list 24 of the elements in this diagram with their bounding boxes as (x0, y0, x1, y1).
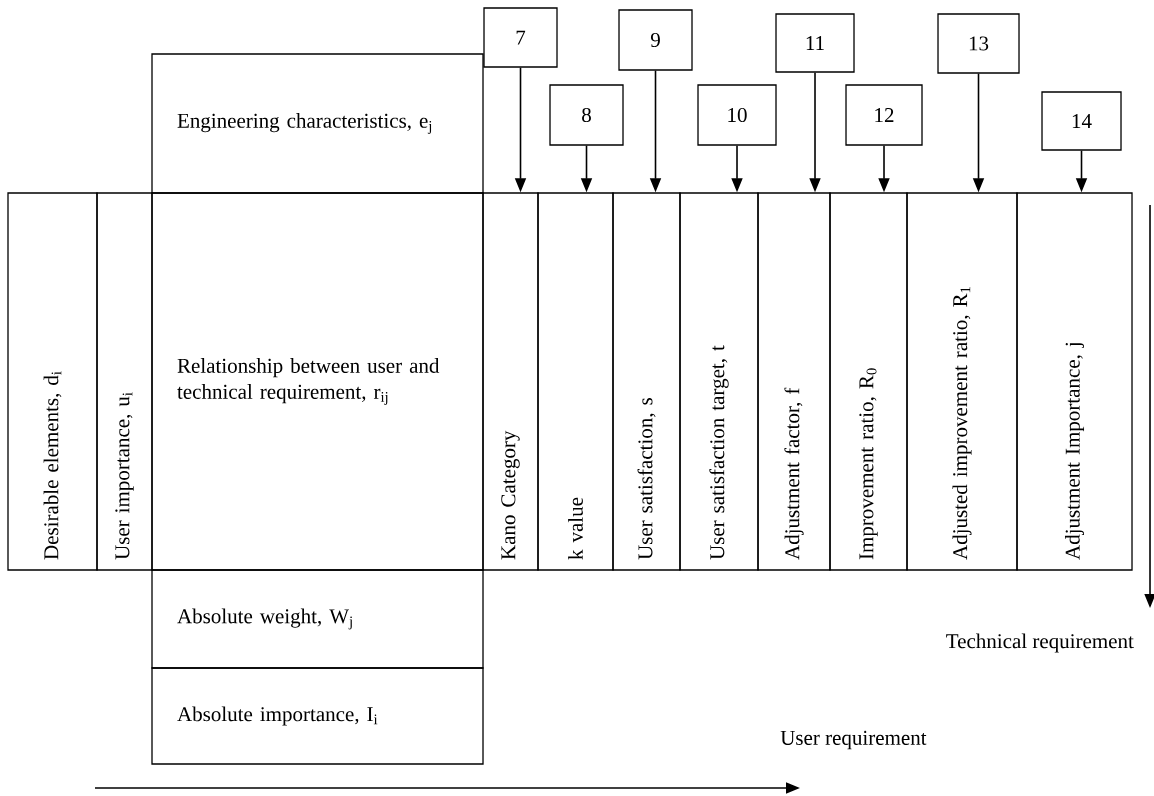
table-cell: Absolute weight, W$_{j}$ (151, 569, 484, 669)
column-header: Adjustment factor, f (757, 192, 831, 571)
callout-number: 13 (937, 13, 1020, 74)
column-header: User satisfaction target, t (679, 192, 759, 571)
column-header: User satisfaction, s (612, 192, 681, 571)
axis-label: Technical requirement (946, 633, 1134, 653)
column-header: Improvement ratio, R$_{0}$ (829, 192, 908, 571)
column-header: Kano Category (482, 192, 539, 571)
table-cell: Relationship between user and technical requirement, r$_{ij}$ (151, 192, 484, 571)
table-cell: Absolute importance, I$_{i}$ (151, 667, 484, 765)
callout-number: 7 (483, 7, 558, 68)
column-header: Desirable elements, d$_{i}$ (7, 192, 98, 571)
column-header: Adjusted improvement ratio, R$_{1}$ (906, 192, 1018, 571)
callout-number: 14 (1041, 91, 1122, 151)
table-cell: Engineering characteristics, e$_{j}$ (151, 53, 484, 194)
callout-number: 12 (845, 84, 923, 146)
callout-number: 11 (775, 13, 855, 73)
callout-number: 10 (697, 84, 777, 146)
callout-number: 9 (618, 9, 693, 71)
column-header: k value (537, 192, 614, 571)
axis-label: User requirement (780, 730, 927, 750)
callout-number: 8 (549, 84, 624, 146)
column-header: Adjustment Importance, j (1016, 192, 1133, 571)
column-header: User importance, u$_{i}$ (96, 192, 153, 571)
